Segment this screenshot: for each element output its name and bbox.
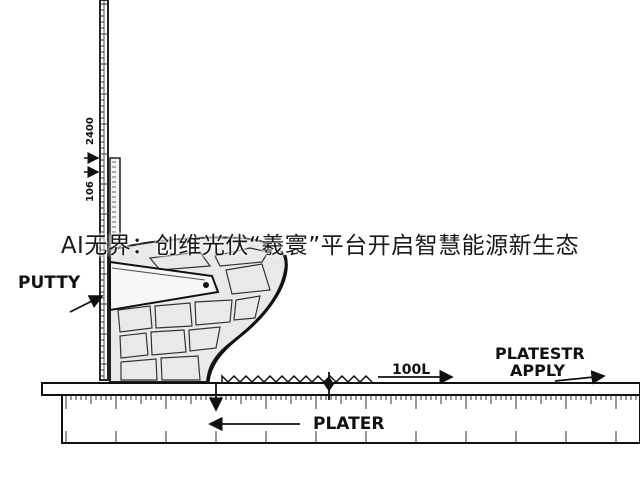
metal-bracket <box>109 260 220 312</box>
annotation-arrows <box>69 295 606 432</box>
apply-label: APPLY <box>510 361 566 380</box>
platestr-label: PLATESTR <box>495 344 585 363</box>
scale-readouts: 2400 106 <box>84 117 100 202</box>
scale-mid-label: 106 <box>85 181 96 202</box>
putty-label: PUTTY <box>18 273 81 293</box>
caption-overlay: AI无界：创维光伏“羲寰”平台开启智慧能源新生态 <box>60 233 580 259</box>
dimension-100l-label: 100L <box>392 362 430 378</box>
base-ruler <box>41 374 640 444</box>
plater-label: PLATER <box>313 414 384 434</box>
scale-top-label: 2400 <box>85 117 96 145</box>
